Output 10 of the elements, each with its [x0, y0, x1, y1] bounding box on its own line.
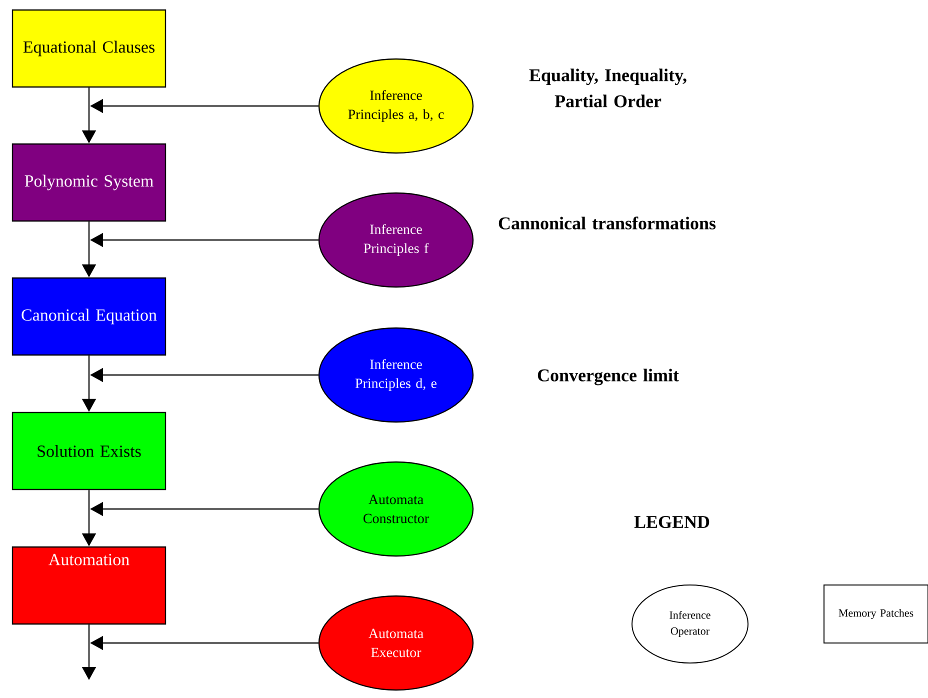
side-note: Convergence limit	[538, 368, 679, 386]
side-note: Cannonical transformations	[498, 216, 716, 230]
process-box: Solution Exists	[12, 412, 166, 490]
process-box: Automation	[12, 546, 166, 625]
process-box: Canonical Equation	[12, 277, 166, 356]
process-box: Polynomic System	[12, 143, 166, 222]
process-box: Equational Clauses	[12, 9, 166, 88]
side-note: Equality, Inequality, Partial Order	[529, 68, 686, 108]
legend-heading: LEGEND	[634, 516, 710, 528]
legend-box: Memory Patches	[824, 584, 928, 644]
